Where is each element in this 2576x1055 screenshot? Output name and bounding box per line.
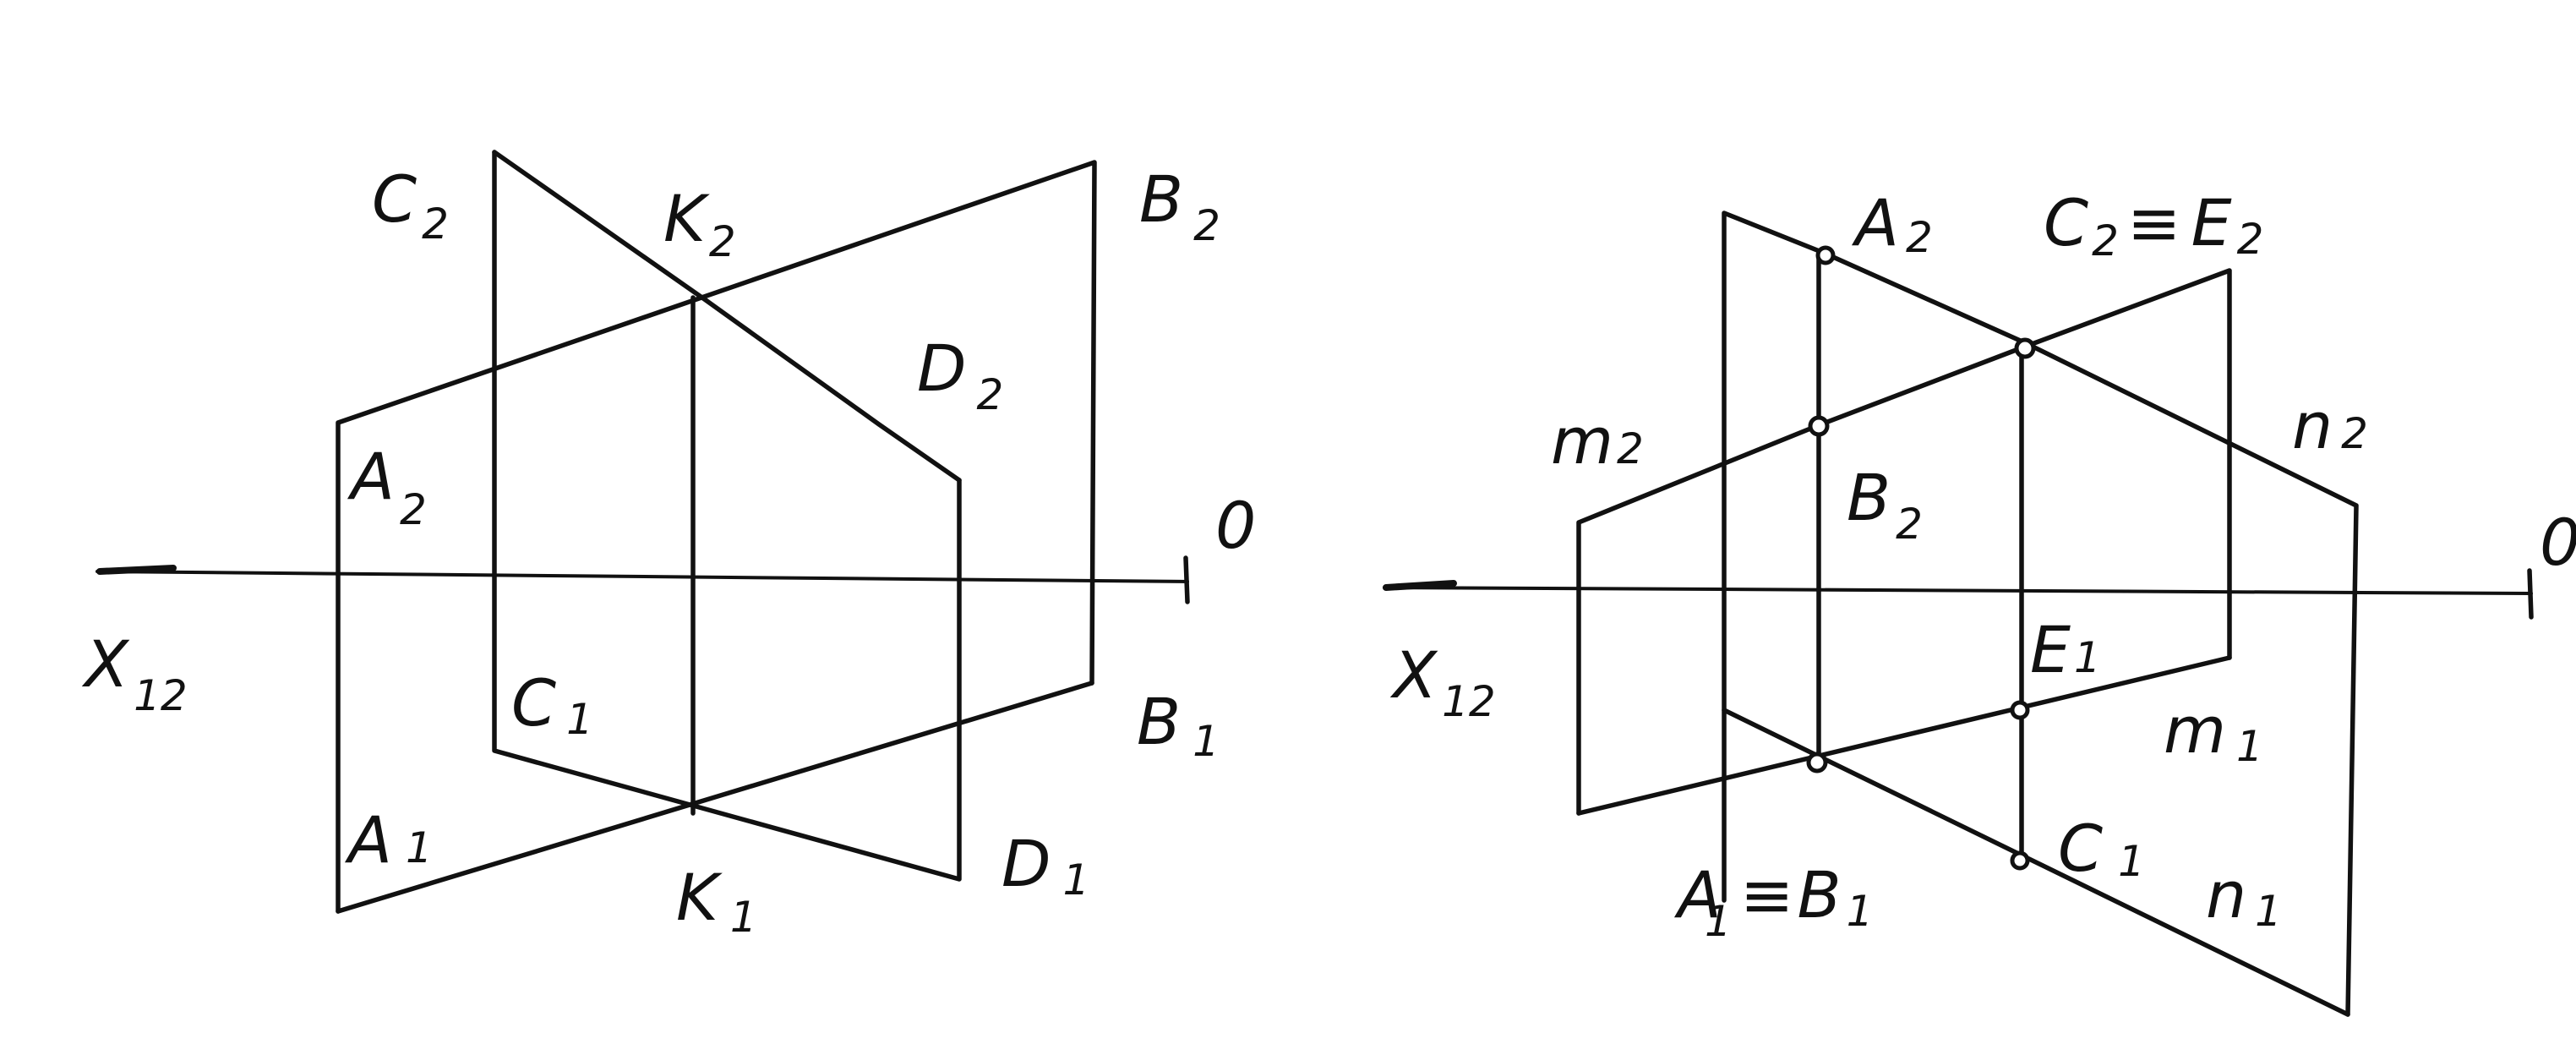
right-point-A1B1 [1806, 752, 1828, 773]
left-origin-label: 0 [1215, 488, 1256, 563]
right-origin-tick [2527, 568, 2534, 620]
left-axis-arrow [96, 565, 177, 575]
right-line-n-frontal [1722, 210, 2359, 1017]
left-line-A2B2 [336, 160, 1097, 914]
right-line-m-frontal [1576, 268, 2232, 816]
left-line-C2-K2-D2 [492, 150, 962, 483]
right-line-n1 [1722, 708, 2350, 1017]
left-epure [96, 150, 1190, 914]
right-label-m2: m2 [1551, 403, 1644, 478]
right-epure [1383, 210, 2534, 1017]
right-label-E1: E1 [2030, 612, 2101, 687]
right-point-B2 [1808, 415, 1830, 437]
right-point-E1 [2010, 700, 2030, 720]
right-point-C1 [2010, 850, 2030, 871]
right-line-m1 [1576, 655, 2232, 816]
left-x12-axis [96, 570, 1189, 583]
left-line-C2D2 [492, 150, 962, 882]
right-origin-label: 0 [2540, 505, 2576, 580]
left-line-A1B1 [336, 681, 1094, 914]
left-origin-tick [1183, 555, 1190, 604]
right-point-A2 [1815, 245, 1836, 265]
right-axis-arrow [1383, 580, 1457, 591]
right-point-C2E2 [2014, 337, 2036, 359]
right-x12-axis [1383, 586, 2533, 595]
left-label-K2: K2 [663, 181, 736, 266]
